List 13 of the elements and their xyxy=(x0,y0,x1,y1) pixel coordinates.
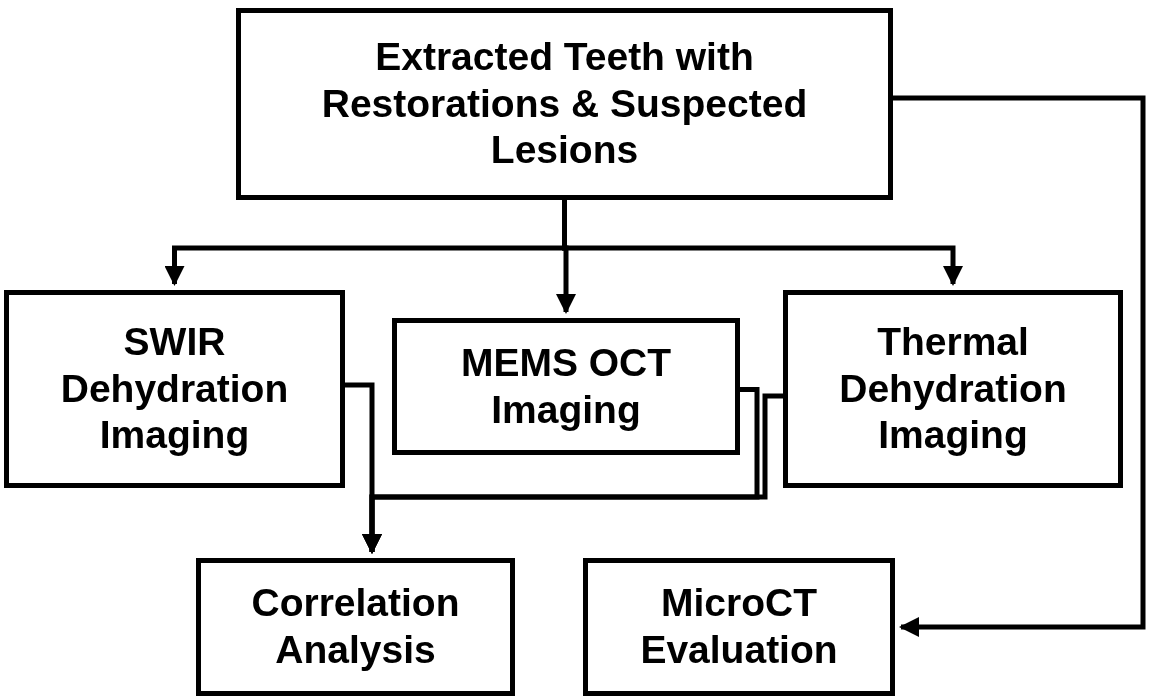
process-box xyxy=(783,290,1123,488)
box-label: Correlation Analysis xyxy=(250,580,461,673)
arrow xyxy=(893,95,1146,637)
box-label: Thermal Dehydration Imaging xyxy=(838,318,1068,459)
process-box xyxy=(196,558,515,696)
box-label: Extracted Teeth with Restorations & Suspected Lesions xyxy=(320,33,809,174)
process-box xyxy=(4,290,345,488)
box-label: SWIR Dehydration Imaging xyxy=(59,318,290,459)
box-label: MEMS OCT Imaging xyxy=(459,339,673,433)
process-box xyxy=(583,558,895,696)
process-box xyxy=(392,318,740,455)
box-label: MicroCT Evaluation xyxy=(639,580,839,673)
process-box xyxy=(236,8,893,200)
